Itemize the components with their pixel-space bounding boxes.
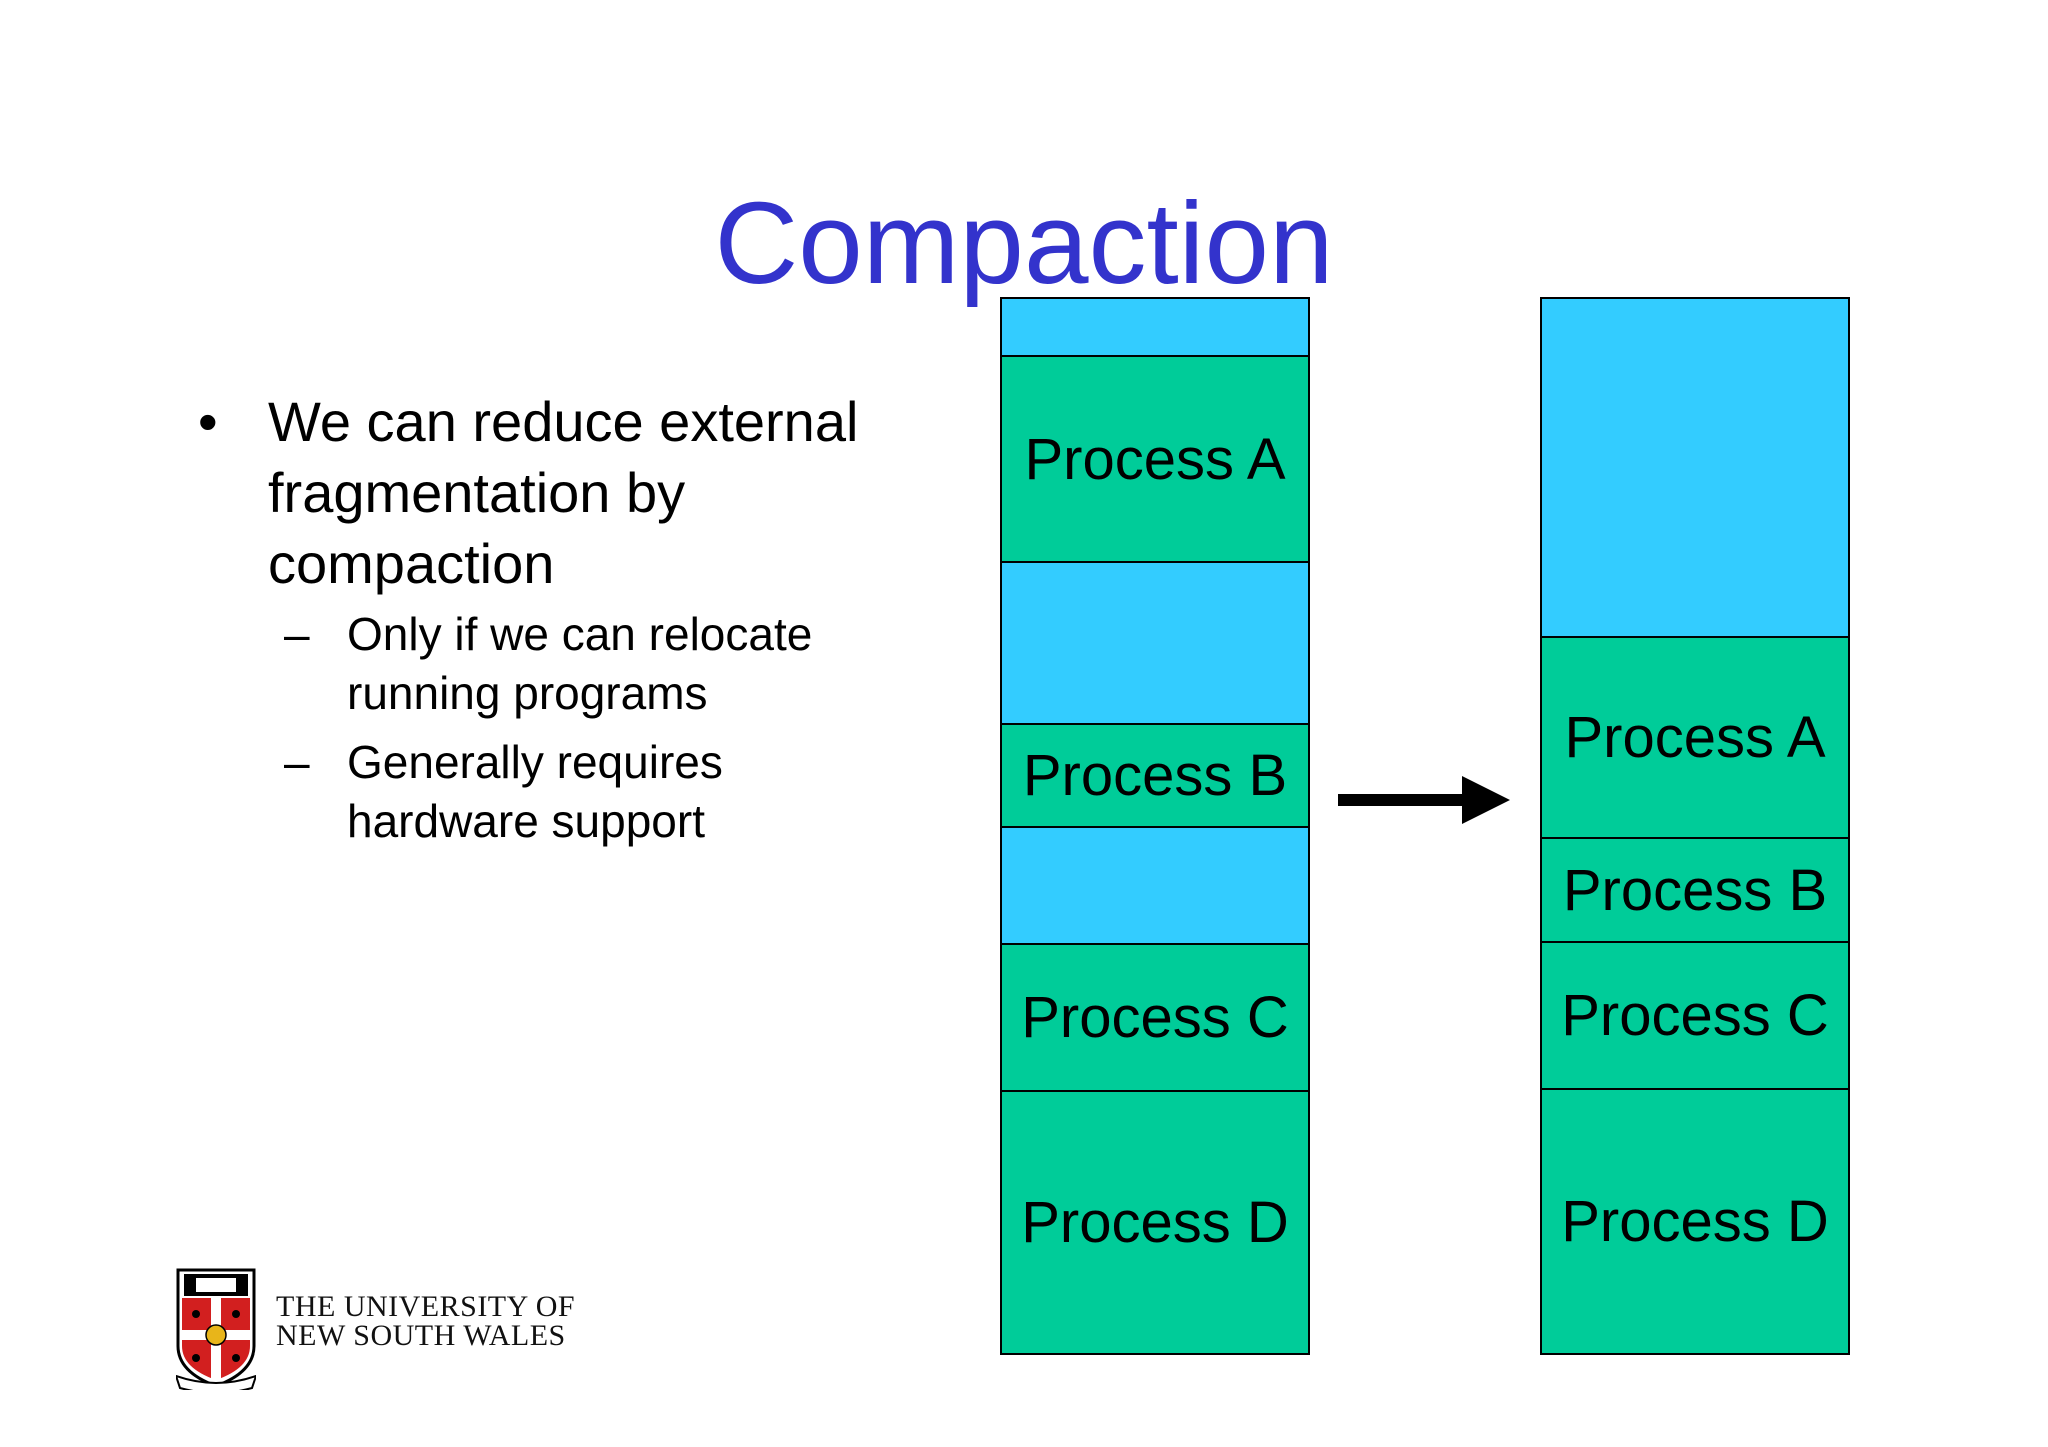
process-block: Process B [1002,725,1308,828]
unsw-crest-icon [176,1268,256,1390]
slide-title: Compaction [714,178,1334,308]
bullet-glyph: • [198,390,218,453]
process-block: Process C [1542,943,1848,1090]
university-name-line-2: NEW SOUTH WALES [276,1319,566,1352]
memory-before-column: Process A Process B Process C Process D [1000,297,1310,1355]
process-label: Process D [1561,1189,1829,1254]
process-block: Process D [1002,1092,1308,1353]
process-label: Process A [1564,705,1826,770]
process-block: Process D [1542,1090,1848,1353]
process-label: Process B [1022,743,1288,808]
process-label: Process B [1562,857,1828,923]
process-label: Process A [1024,426,1286,492]
free-memory-block [1542,299,1848,638]
process-block: Process A [1542,638,1848,839]
process-block: Process C [1002,945,1308,1092]
process-label: Process D [1021,1190,1289,1255]
bullet-item: • We can reduce external fragmentation b… [198,386,898,599]
sub-bullet-text: Generally requires hardware support [347,736,723,847]
sub-bullet-text: Only if we can relocate running programs [347,608,813,719]
bullet-list: • We can reduce external fragmentation b… [198,386,898,851]
sub-bullet-glyph: – [284,608,310,660]
bullet-text: We can reduce external fragmentation by … [268,390,859,595]
right-arrow-icon [1338,776,1510,824]
university-name-line-1: THE UNIVERSITY OF [276,1290,576,1323]
process-label: Process C [1561,983,1829,1048]
process-block: Process B [1542,839,1848,943]
free-memory-block [1002,828,1308,945]
sub-bullet-glyph: – [284,736,310,788]
sub-bullet-item: – Generally requires hardware support [198,733,898,851]
free-memory-block [1002,299,1308,357]
university-name: THE UNIVERSITY OF NEW SOUTH WALES [276,1290,576,1352]
sub-bullet-item: – Only if we can relocate running progra… [198,605,898,723]
process-label: Process C [1021,985,1289,1050]
free-memory-block [1002,563,1308,725]
process-block: Process A [1002,357,1308,563]
memory-after-column: Process A Process B Process C Process D [1540,297,1850,1355]
